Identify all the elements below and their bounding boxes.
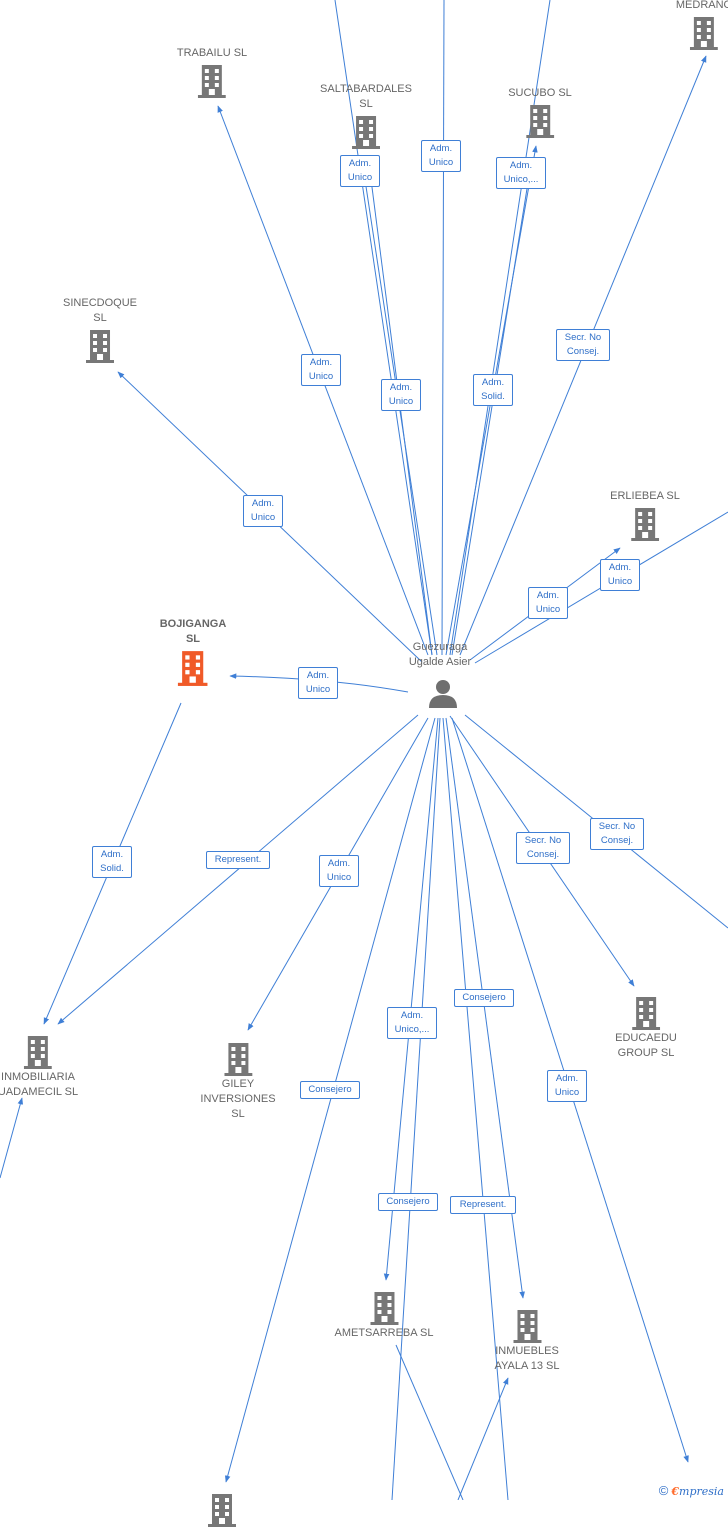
building-icon: [631, 508, 659, 541]
edge-inmuebles-2: [442, 717, 509, 1500]
edge-label-bojiganga[interactable]: Adm. Unico: [298, 667, 338, 699]
building-icon: [208, 1494, 236, 1527]
building-icon: [23, 1036, 52, 1069]
edge-bottom-inmuebles: [457, 1377, 509, 1500]
edge-label-sucubo-2[interactable]: Adm. Solid.: [473, 374, 513, 406]
edge-label-trabailu[interactable]: Adm. Unico: [301, 354, 341, 386]
company-name: AMETSARREBA SL: [334, 1327, 434, 1339]
company-name: SUCUBO SL: [508, 87, 572, 99]
edge-bottomleft: [224, 717, 436, 1483]
building-icon: [86, 330, 114, 363]
edge-label-inmobiliaria[interactable]: Represent.: [206, 851, 270, 869]
person-icon[interactable]: [428, 678, 458, 708]
company-name: INMUEBLES AYALA 13 SL: [494, 1345, 560, 1372]
building-icon: [198, 65, 226, 98]
company-name: GILEY INVERSIONES SL: [200, 1078, 276, 1120]
company-name: SALTABARDALES SL: [320, 83, 412, 110]
company-node-trabailu[interactable]: TRABAILU SL: [177, 46, 247, 99]
company-node-saltabardales[interactable]: SALTABARDALES SL: [320, 82, 412, 150]
edge-ametsarreba-bottom: [395, 1344, 464, 1500]
building-icon: [352, 116, 380, 149]
company-name: BOJIGANGA SL: [159, 618, 227, 645]
edge-sucubo-2: [451, 169, 531, 656]
footer-brand[interactable]: © €mpresia: [659, 1483, 724, 1498]
company-name: INMOBILIARIA UADAMECIL SL: [0, 1071, 79, 1098]
edge-inmobiliaria-offscreen: [0, 1097, 24, 1179]
edge-offscreen-top-1: [334, 0, 433, 656]
company-node-giley[interactable]: GILEY INVERSIONES SL: [200, 1039, 276, 1122]
edge-label-bojiganga-inmobiliaria[interactable]: Adm. Solid.: [92, 846, 132, 878]
edge-label-giley[interactable]: Adm. Unico: [319, 855, 359, 887]
company-name: TRABAILU SL: [176, 47, 248, 59]
edge-label-ametsarreba-2[interactable]: Consejero: [378, 1193, 438, 1211]
edge-top: [441, 0, 445, 656]
company-node-bottom-left[interactable]: [208, 1490, 236, 1528]
edge-label-saltabardales-1[interactable]: Adm. Unico: [340, 155, 380, 187]
building-icon: [513, 1310, 541, 1343]
edge-label-bottomright[interactable]: Adm. Unico: [547, 1070, 587, 1102]
edge-inmobiliaria: [57, 714, 419, 1025]
building-icon: [689, 17, 718, 50]
edge-label-erliebea-2[interactable]: Adm. Unico: [600, 559, 640, 591]
company-node-medrano[interactable]: MEDRANO: [676, 0, 728, 51]
edge-label-educaedu[interactable]: Secr. No Consej.: [516, 832, 570, 864]
company-node-inmobiliaria[interactable]: INMOBILIARIA UADAMECIL SL: [0, 1032, 78, 1100]
company-node-sucubo[interactable]: SUCUBO SL: [508, 86, 572, 139]
person-name: Guezuraga Ugalde Asier: [408, 641, 472, 668]
brand-logo: €mpresia: [671, 1485, 724, 1498]
building-icon-highlighted: [178, 651, 208, 686]
company-node-sinecdoque[interactable]: SINECDOQUE SL: [63, 296, 137, 364]
company-node-ametsarreba[interactable]: AMETSARREBA SL: [334, 1288, 434, 1341]
company-node-educaedu[interactable]: EDUCAEDU GROUP SL: [615, 993, 677, 1061]
edge-label-inmuebles-1[interactable]: Consejero: [454, 989, 514, 1007]
building-icon: [631, 997, 660, 1030]
edge-label-medrano[interactable]: Secr. No Consej.: [556, 329, 610, 361]
edge-label-right[interactable]: Secr. No Consej.: [590, 818, 644, 850]
edge-label-top[interactable]: Adm. Unico: [421, 140, 461, 172]
company-node-erliebea[interactable]: ERLIEBEA SL: [610, 489, 680, 542]
edge-label-sucubo-1[interactable]: Adm. Unico,...: [496, 157, 546, 189]
edge-label-erliebea-1[interactable]: Adm. Unico: [528, 587, 568, 619]
company-name: MEDRANO: [675, 0, 728, 11]
building-icon: [224, 1043, 252, 1076]
edge-ametsarreba-1: [383, 717, 439, 1281]
edge-ametsarreba-2: [391, 717, 441, 1500]
edge-label-saltabardales-2[interactable]: Adm. Unico: [381, 379, 421, 411]
building-icon: [369, 1292, 398, 1325]
company-node-bojiganga[interactable]: BOJIGANGA SL: [159, 617, 227, 687]
building-icon: [525, 105, 554, 138]
company-name: ERLIEBEA SL: [610, 490, 680, 502]
company-name: SINECDOQUE SL: [63, 297, 137, 324]
company-node-inmuebles[interactable]: INMUEBLES AYALA 13 SL: [494, 1306, 560, 1374]
company-name: EDUCAEDU GROUP SL: [615, 1032, 677, 1059]
edge-label-sinecdoque[interactable]: Adm. Unico: [243, 495, 283, 527]
edge-label-inmuebles-2[interactable]: Represent.: [450, 1196, 516, 1214]
copyright-symbol: ©: [658, 1483, 669, 1498]
edge-label-bottomleft[interactable]: Consejero: [300, 1081, 360, 1099]
edge-label-ametsarreba-1[interactable]: Adm. Unico,...: [387, 1007, 437, 1039]
